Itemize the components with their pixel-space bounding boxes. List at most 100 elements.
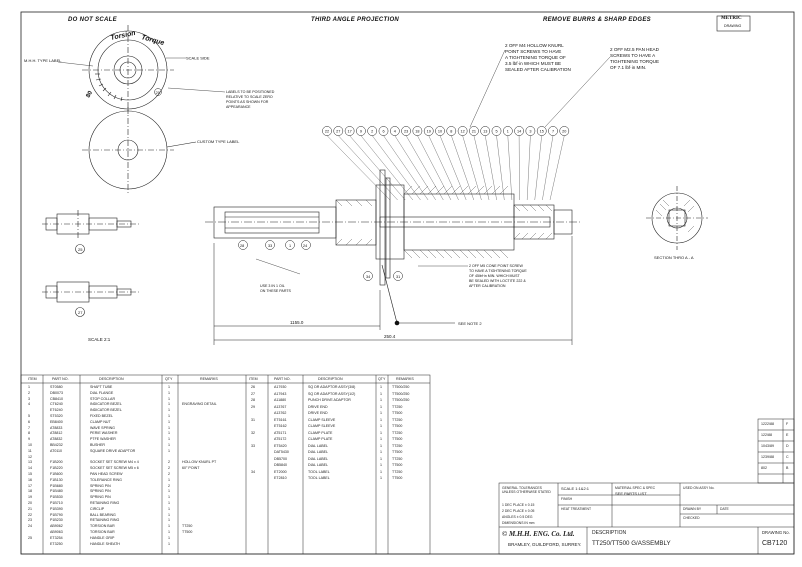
balloon [457, 126, 468, 136]
table-cell: 1 [380, 443, 382, 448]
table-cell: BUSHER [90, 443, 105, 447]
metric-label: METRIC [721, 16, 742, 21]
table-cell: ET5161 [274, 417, 287, 422]
table-cell: 1 [380, 424, 382, 428]
table-cell: ET5162 [274, 424, 287, 428]
svg-text:3.5 lbf·in WHICH MUST BE: 3.5 lbf·in WHICH MUST BE [505, 61, 561, 66]
table-cell: 13 [28, 460, 32, 465]
table-cell: CLAMP PLATE [308, 430, 333, 435]
parts-table-grid [20, 374, 431, 555]
table-cell: TT500/250 [392, 391, 410, 396]
svg-text:27: 27 [78, 310, 83, 315]
table-cell: D [786, 444, 789, 448]
date-label: DATE [720, 507, 729, 511]
table-cell: 1 [168, 385, 170, 389]
balloon-number: 17 [347, 129, 351, 133]
description-label: DESCRIPTION [592, 530, 627, 536]
table-cell: TT250 [182, 524, 193, 529]
table-cell: P1B530 [50, 495, 63, 500]
table-cell: 2 [168, 466, 170, 471]
checked-label: CHECKED [683, 516, 700, 520]
table-cell: SQUARE DRIVE ADAPTOR [90, 448, 136, 453]
balloon-leader [383, 135, 429, 201]
col-remarks: REMARKS [200, 377, 218, 381]
table-cell: F1B200 [50, 460, 63, 465]
table-cell: 1 [168, 437, 170, 442]
table-cell: PERIE WASHER [90, 431, 118, 436]
table-cell: 1 [168, 448, 170, 453]
balloon-number: 23 [404, 129, 408, 133]
balloon-leader [534, 135, 542, 201]
table-cell: 11 [28, 448, 32, 453]
balloon-number: 5 [495, 129, 497, 133]
table-cell: 1 [380, 385, 382, 389]
dial-number-80: 80 [86, 90, 95, 99]
table-cell: STOP COLLAR [90, 396, 116, 401]
title-block-grid [498, 418, 795, 555]
balloon [401, 126, 411, 136]
table-cell: ST5320 [50, 414, 63, 418]
table-cell: TT500 [392, 476, 403, 480]
note4-line1: USE 3 IN 1 OIL [260, 284, 285, 288]
balloon-leader [372, 135, 421, 201]
table-cell: INDICATOR BEZEL [90, 408, 122, 413]
table-cell: P1B480 [50, 489, 63, 494]
table-cell: TT250 [392, 417, 403, 422]
table-cell: 5 [28, 414, 30, 418]
table-cell: AT5172 [274, 437, 287, 441]
balloon [423, 126, 434, 136]
table-cell: TT500 [392, 424, 403, 428]
balloon [322, 126, 332, 136]
balloon [435, 126, 445, 136]
sheet-border [20, 11, 795, 555]
table-cell: DIAL LABEL [308, 463, 329, 467]
table-cell: DIAL LABEL [308, 456, 329, 461]
table-cell: CLAMP PLATE [308, 437, 333, 441]
balloon-leader [496, 135, 505, 201]
svg-text:RELATIVE TO SCALE ZERO: RELATIVE TO SCALE ZERO [226, 95, 273, 99]
table-cell: 2 [168, 472, 170, 476]
angles: ANGLES ± 0.5 DEG [502, 515, 533, 519]
balloon [378, 126, 389, 136]
table-cell: 60° POINT [182, 466, 200, 471]
balloon-number: 12 [460, 129, 464, 133]
balloon-leader [428, 135, 459, 201]
table-cell: DRIVE END [308, 404, 328, 409]
table-cell: 1 [168, 541, 170, 546]
table-cell: 7 [28, 425, 30, 430]
table-cell: 1 [168, 501, 170, 505]
table-cell: 14 [28, 466, 32, 471]
table-cell: 1 [380, 463, 382, 467]
finish-label: FINISH [561, 497, 573, 501]
section-hatching [335, 185, 553, 259]
col-desc-r: DESCRIPTION [318, 377, 343, 381]
table-cell: P1B230 [50, 518, 63, 523]
table-cell: SOCKET SET SCREW M5 x 6 [90, 466, 139, 471]
balloon-number: 27 [336, 129, 340, 133]
torque-label: Torque [140, 34, 165, 47]
table-cell: P1B390 [50, 506, 63, 511]
balloon-leader [360, 135, 413, 201]
table-cell: P1B680 [50, 483, 63, 488]
table-cell: INDICATOR BEZEL [90, 402, 122, 407]
dim-1155: 1155.0 [290, 320, 304, 325]
decimal1: 1 DEC PLACE ± 0.15 [502, 503, 535, 507]
metric-box [716, 15, 751, 32]
marking-note-line1: LABELS TO BE POSITIONED [226, 90, 275, 94]
table-cell: A13762 [274, 411, 287, 415]
table-cell: 1 [168, 524, 170, 529]
svg-text:OF 7.1 lbf·in MIN.: OF 7.1 lbf·in MIN. [610, 65, 646, 70]
table-cell: 17 [28, 483, 32, 488]
table-cell: CT6240 [50, 402, 63, 407]
table-cell: 23 [28, 518, 32, 523]
table-cell: 1 [380, 437, 382, 441]
svg-text:SEALED AFTER CALIBRATION: SEALED AFTER CALIBRATION [505, 67, 571, 72]
table-cell: 8 [28, 431, 30, 436]
table-cell: 1 [168, 390, 170, 395]
balloon-leader [326, 135, 391, 201]
table-cell: FIXED BEZEL [90, 414, 113, 418]
table-cell: 1 [380, 450, 382, 454]
table-cell: 19 [28, 495, 32, 500]
